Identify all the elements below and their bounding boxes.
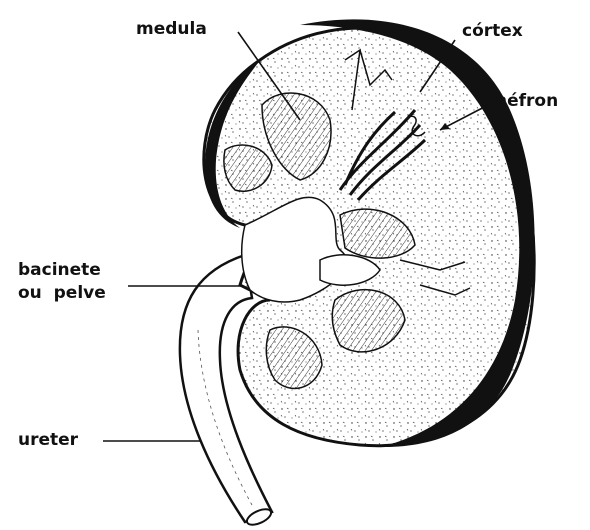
label-nefron: néfron	[495, 91, 558, 112]
label-ou-pelve: ou pelve	[18, 283, 106, 304]
label-ureter: ureter	[18, 430, 78, 451]
label-bacinete: bacinete	[18, 260, 101, 281]
label-medula: medula	[136, 19, 207, 40]
label-cortex: córtex	[462, 21, 523, 42]
